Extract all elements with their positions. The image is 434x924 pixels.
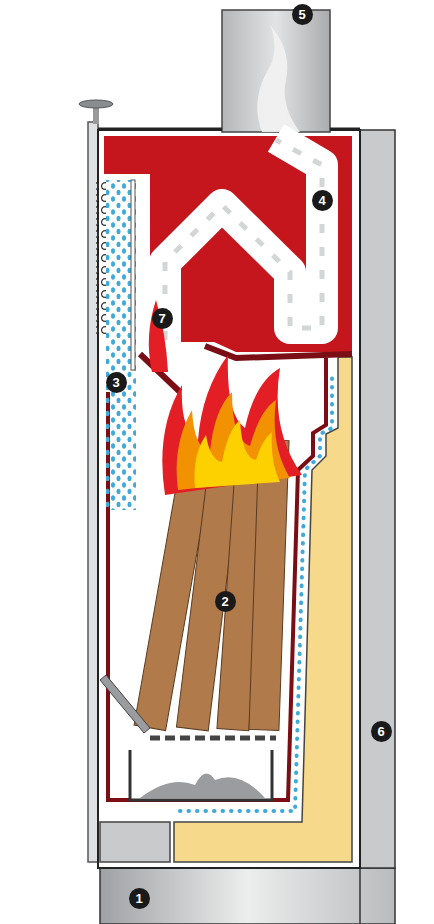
ash bbox=[140, 774, 265, 798]
smoke bbox=[257, 25, 300, 132]
callout-number: 2 bbox=[215, 591, 236, 612]
grate bbox=[150, 736, 276, 741]
callout-number: 7 bbox=[152, 308, 173, 329]
chimney-flue bbox=[222, 10, 330, 132]
callout-number: 5 bbox=[292, 4, 313, 25]
door-liner bbox=[100, 675, 150, 733]
flue-gas bbox=[165, 140, 322, 340]
top-plate bbox=[98, 128, 360, 131]
exchanger-core bbox=[190, 236, 260, 290]
callout-number: 4 bbox=[312, 190, 333, 211]
deflector bbox=[140, 346, 352, 392]
foot-block bbox=[100, 822, 170, 862]
callout-number: 1 bbox=[129, 888, 150, 909]
secondary-air bbox=[106, 180, 136, 510]
base-plinth bbox=[100, 868, 395, 924]
callout-number: 3 bbox=[106, 372, 127, 393]
door-knob bbox=[79, 100, 113, 108]
firebox-wall bbox=[108, 358, 326, 800]
flue-path bbox=[165, 138, 322, 348]
ash-pan bbox=[130, 750, 272, 800]
air-coil bbox=[96, 182, 106, 338]
callout-number: 6 bbox=[371, 721, 392, 742]
flames bbox=[149, 300, 302, 495]
boiler-body bbox=[98, 130, 360, 868]
heat-exchanger bbox=[104, 136, 352, 352]
air-rod bbox=[131, 180, 135, 370]
plinth-divider bbox=[359, 868, 361, 924]
side-panel bbox=[360, 130, 395, 868]
